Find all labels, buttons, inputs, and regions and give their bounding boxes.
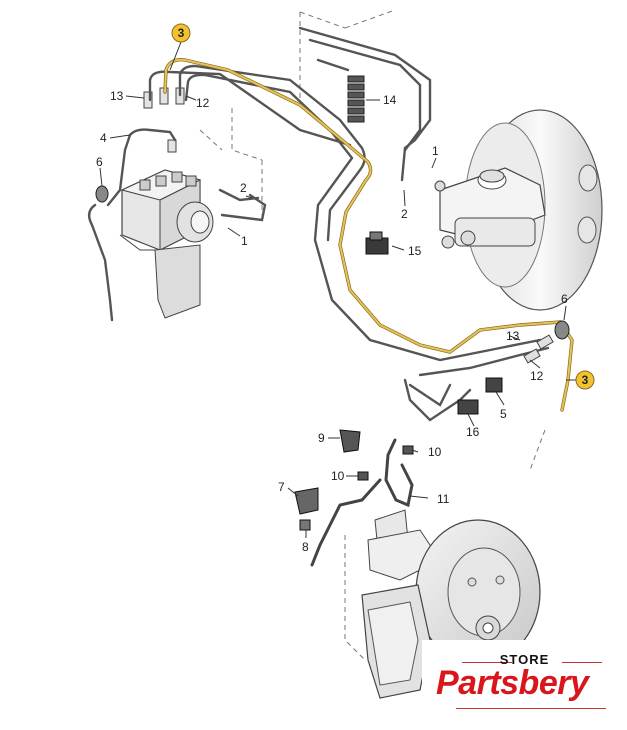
master-cylinder [434, 167, 546, 249]
flex-hose-11 [310, 438, 414, 567]
callout-6-left: 6 [96, 155, 103, 169]
logo-brand-text: Partsbery [436, 664, 589, 702]
partsbery-logo: STORE Partsbery [422, 640, 627, 730]
wheel-hub-assembly [361, 509, 541, 699]
callout-4: 4 [100, 131, 107, 145]
bracket-7 [294, 487, 319, 515]
dashed-guides [199, 9, 546, 661]
logo-rule-right [562, 662, 602, 663]
leader-lines [99, 41, 576, 538]
callout-6-right: 6 [561, 292, 568, 306]
callout-circle-3-top [171, 23, 191, 43]
clip-15 [365, 231, 389, 255]
callout-15: 15 [408, 244, 422, 258]
callout-3-top: 3 [178, 26, 185, 40]
logo-rule-left [462, 662, 512, 663]
clip-6-left [95, 185, 109, 203]
abs-unit [119, 169, 214, 319]
callout-10-left: 10 [331, 469, 345, 483]
callout-13-left: 13 [110, 89, 124, 103]
callout-14: 14 [383, 93, 397, 107]
clip-5 [485, 377, 503, 393]
callout-16: 16 [466, 425, 480, 439]
callout-9: 9 [318, 431, 325, 445]
callout-2-left: 2 [240, 181, 247, 195]
callout-circle-3-right [575, 370, 595, 390]
callout-13-right: 13 [506, 329, 520, 343]
bolt-8 [299, 519, 311, 531]
clip-16 [457, 399, 479, 415]
holder-14 [347, 75, 365, 123]
bracket-9 [339, 429, 361, 453]
brake-pipes [87, 26, 550, 422]
logo-rule-bottom [456, 708, 606, 709]
connectors-12-13 [523, 334, 554, 364]
clip-6-right [554, 320, 570, 340]
callout-2-right: 2 [401, 207, 408, 221]
callout-1-left: 1 [241, 234, 248, 248]
callout-10-right: 10 [428, 445, 442, 459]
logo-store-text: STORE [499, 652, 550, 667]
callout-1-right: 1 [432, 144, 439, 158]
callout-7: 7 [278, 480, 285, 494]
callout-5: 5 [500, 407, 507, 421]
callout-12-left: 12 [196, 96, 210, 110]
callout-3-right: 3 [582, 373, 589, 387]
callout-12-right: 12 [530, 369, 544, 383]
callout-11: 11 [437, 492, 450, 506]
callout-8: 8 [302, 540, 309, 554]
